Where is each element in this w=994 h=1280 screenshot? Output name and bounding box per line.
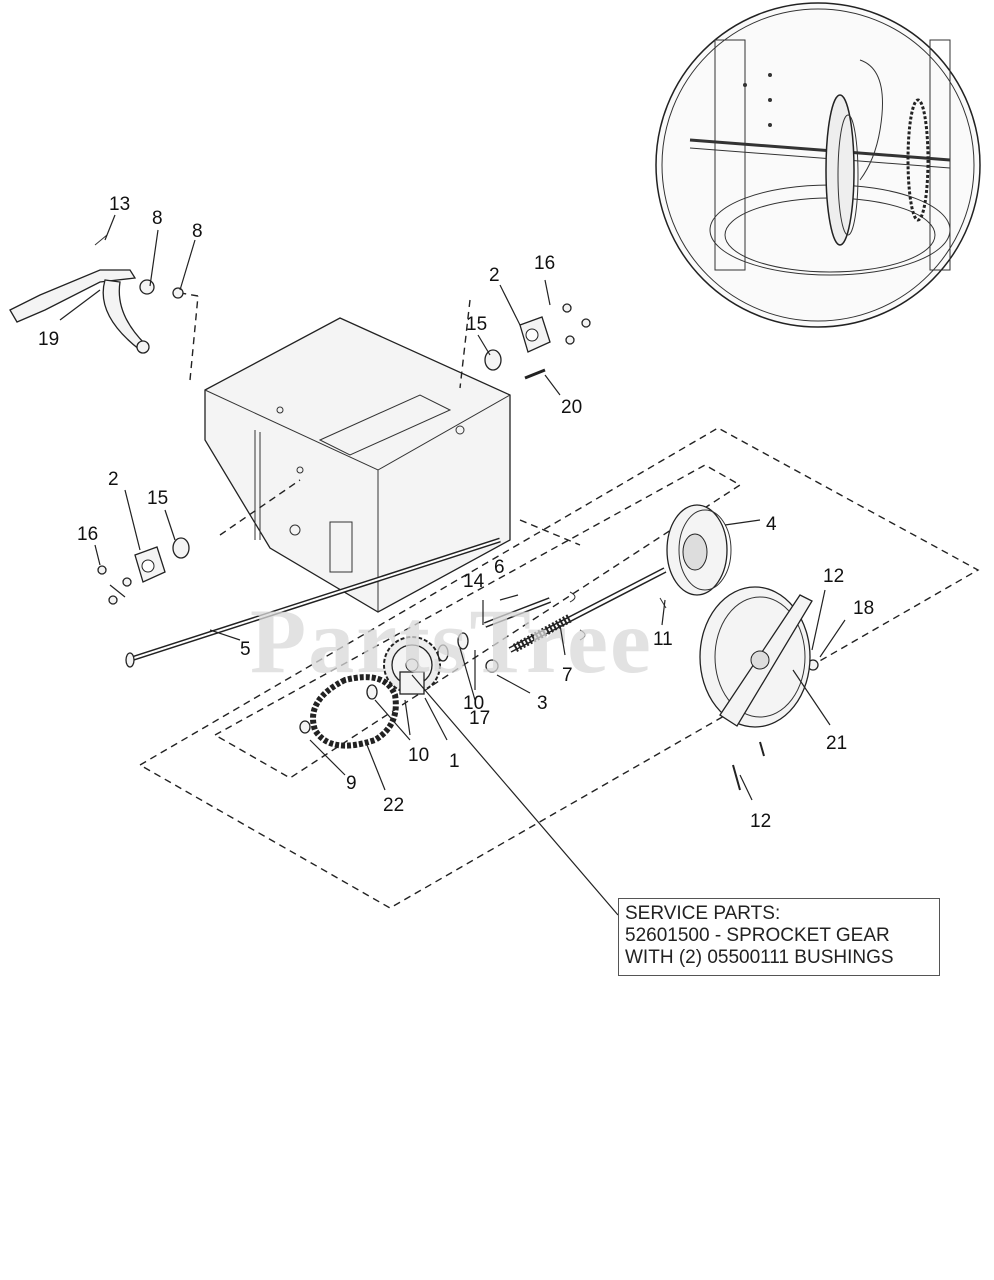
shift-lever xyxy=(9,269,150,354)
callout-6: 6 xyxy=(494,557,505,578)
callout-18: 18 xyxy=(853,598,874,619)
callout-22: 22 xyxy=(383,795,404,816)
callout-9: 9 xyxy=(346,773,357,794)
callout-12-lower: 12 xyxy=(750,811,771,832)
callout-13: 13 xyxy=(109,194,130,215)
callout-17: 17 xyxy=(469,708,490,729)
callout-11: 11 xyxy=(653,629,673,650)
callout-12-upper: 12 xyxy=(823,566,844,587)
callout-labels: 1 2 2 3 4 5 6 7 8 8 9 10 10 11 12 12 13 … xyxy=(38,194,874,832)
hex-shaft xyxy=(483,567,667,653)
callout-4: 4 xyxy=(766,514,777,535)
callout-10-lower: 10 xyxy=(408,745,429,766)
callout-10-upper: 10 xyxy=(463,693,484,714)
service-note-bushings: WITH (2) 05500111 BUSHINGS xyxy=(625,947,894,968)
sprocket-gear xyxy=(383,636,441,695)
callout-7: 7 xyxy=(562,665,573,686)
watermark: PartsTree xyxy=(250,590,653,692)
service-note-part: 52601500 - SPROCKET GEAR xyxy=(625,925,890,946)
friction-wheel-assembly xyxy=(699,586,813,728)
callout-5: 5 xyxy=(240,639,251,660)
callout-15-left: 15 xyxy=(147,488,168,509)
bearing-flanges xyxy=(134,316,551,583)
assembly-dashes xyxy=(138,291,980,909)
axle-shaft xyxy=(125,537,501,668)
callout-21: 21 xyxy=(826,733,847,754)
hardware xyxy=(94,234,819,791)
callout-16-left: 16 xyxy=(77,524,98,545)
callout-15-right: 15 xyxy=(466,314,487,335)
leader-lines xyxy=(59,214,846,916)
inset-detail xyxy=(655,2,981,328)
service-note-title: SERVICE PARTS: xyxy=(625,903,781,924)
callout-3: 3 xyxy=(537,693,548,714)
callout-2-right: 2 xyxy=(489,265,500,286)
callout-16-right: 16 xyxy=(534,253,555,274)
callout-14: 14 xyxy=(463,571,485,592)
callout-20: 20 xyxy=(561,397,582,418)
callout-8-right: 8 xyxy=(192,221,203,242)
callout-19: 19 xyxy=(38,329,59,350)
callout-2-left: 2 xyxy=(108,469,119,490)
service-parts-note: SERVICE PARTS: 52601500 - SPROCKET GEAR … xyxy=(618,898,940,976)
callout-8-left: 8 xyxy=(152,208,163,229)
drive-chain xyxy=(310,674,399,749)
drive-pulley xyxy=(666,504,732,596)
frame-housing xyxy=(204,317,511,613)
callout-1: 1 xyxy=(449,751,460,772)
